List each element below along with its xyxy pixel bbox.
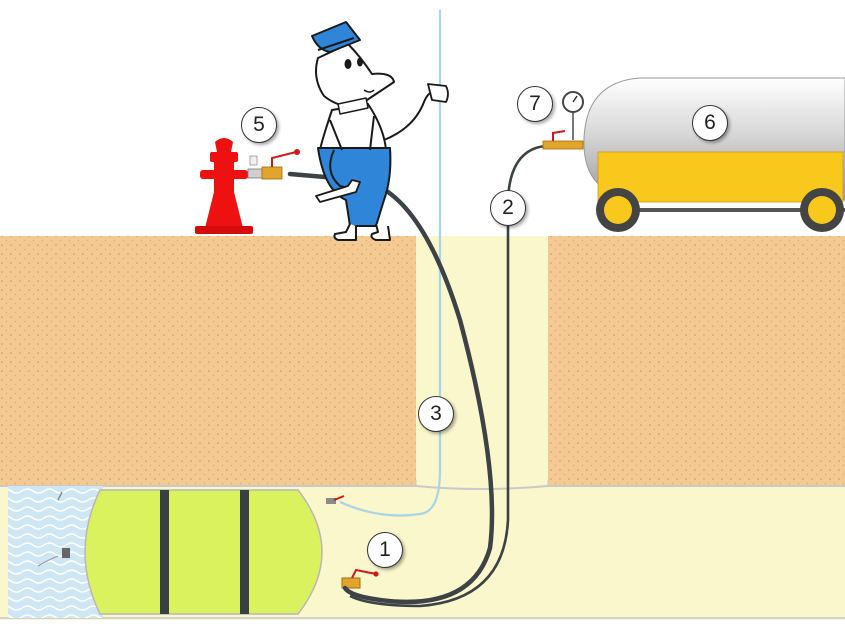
soil-left bbox=[0, 236, 416, 486]
water-tank-trailer bbox=[584, 78, 845, 232]
callout-5-hydrant-valve: 5 bbox=[241, 107, 277, 143]
excavation-shaft bbox=[416, 236, 548, 486]
pressure-gauge bbox=[563, 92, 583, 140]
soil-right bbox=[548, 236, 845, 486]
callout-1-plug-inlet: 1 bbox=[367, 532, 403, 568]
callout-3-air-line: 3 bbox=[418, 396, 454, 432]
pipe-plug bbox=[85, 490, 322, 614]
callout-7-gauge-valve: 7 bbox=[517, 86, 553, 122]
callout-6-tank: 6 bbox=[692, 105, 728, 141]
tank-outlet-valve bbox=[543, 131, 583, 149]
callout-2-pressure-hose: 2 bbox=[490, 190, 526, 226]
plumber-character bbox=[312, 22, 448, 240]
fire-hydrant bbox=[195, 138, 253, 234]
